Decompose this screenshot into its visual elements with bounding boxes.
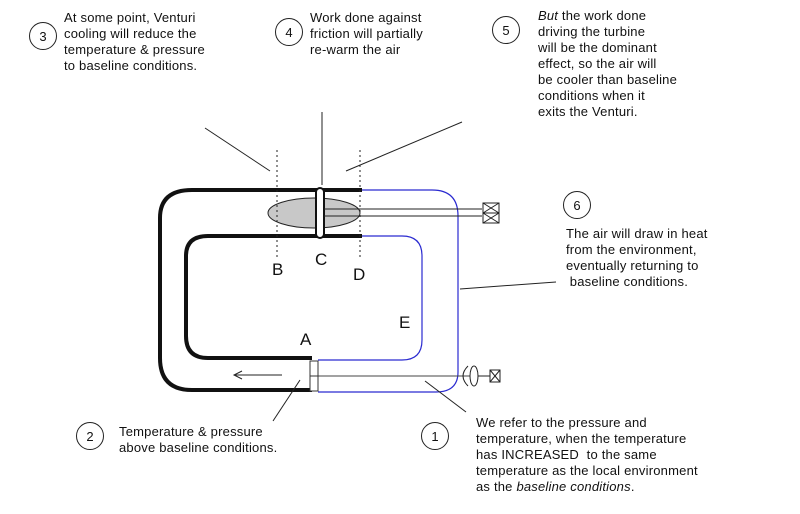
leader-3 [204,127,271,172]
note-2-badge: 2 [76,422,104,450]
point-label-b: B [272,260,284,279]
leader-5 [345,121,463,172]
note-3-line-3: temperature & pressure [64,42,205,57]
note-1-line-5-prefix: as the [476,479,517,494]
note-5-badge: 5 [492,16,520,44]
note-5-line-5: be cooler than baseline [538,72,678,87]
note-1-line-4: temperature as the local environment [476,463,698,478]
note-1-line-1: We refer to the pressure and [476,415,647,430]
turbine-shaft-vertical [315,187,325,239]
note-5-emphasis: But [538,8,559,23]
motor-box-lower-x2 [489,369,501,383]
note-3-text: At some point, Venturi cooling will redu… [64,10,205,74]
note-5-line-7: exits the Venturi. [538,104,638,119]
fan-rotation-icon [462,365,469,387]
note-1-baseline-conditions: baseline conditions [516,479,631,494]
note-5-line-6: conditions when it [538,88,645,103]
note-4-line-3: re-warm the air [310,42,401,57]
note-6-line-3: eventually returning to [566,258,699,273]
note-3-line-4: to baseline conditions. [64,58,198,73]
outer-duct-warm [158,188,362,392]
note-5-line-1: But the work done [538,8,677,24]
note-6-line-4: baseline conditions. [566,274,688,289]
flow-arrow-head [232,370,243,380]
note-6-line-2: from the environment, [566,242,697,257]
note-2-line-2: above baseline conditions. [119,440,278,455]
note-4-badge: 4 [275,18,303,46]
inner-duct-cool [318,235,423,361]
note-1-line-5-suffix: . [630,479,635,494]
point-label-d: D [353,265,366,284]
note-1-badge: 1 [421,422,449,450]
fan-icon [469,365,479,387]
point-label-e: E [399,313,411,332]
note-4-text: Work done against friction will partiall… [310,10,423,58]
gen-top-x2 [482,202,500,214]
note-3-badge: 3 [29,22,57,50]
note-4-line-2: friction will partially [310,26,423,41]
point-label-a: A [300,330,312,349]
leader-2 [272,379,301,422]
gen-bot-x2 [482,212,500,224]
note-3-line-2: cooling will reduce the [64,26,197,41]
note-3-line-1: At some point, Venturi [64,10,196,25]
outer-duct-cool [318,189,459,393]
note-1-text: We refer to the pressure and temperature… [476,415,698,495]
note-2-text: Temperature & pressure above baseline co… [119,424,277,456]
note-5-line-1-rest: the work done [558,8,647,23]
inner-duct-warm [184,234,362,360]
note-6-line-1: The air will draw in heat [566,226,708,241]
note-2-line-1: Temperature & pressure [119,424,263,439]
note-6-text: The air will draw in heat from the envir… [566,226,708,290]
note-5-line-3: will be the dominant [538,40,657,55]
note-5-text: But the work done driving the turbine wi… [538,8,677,120]
turbine-ellipse [267,197,361,229]
note-5-line-4: effect, so the air will [538,56,657,71]
note-4-line-1: Work done against [310,10,422,25]
note-5-line-2: driving the turbine [538,24,646,39]
note-6-badge: 6 [563,191,591,219]
leader-6 [459,281,557,290]
note-1-line-3: has INCREASED to the same [476,447,657,462]
note-1-line-2: temperature, when the temperature [476,431,687,446]
point-label-c: C [315,250,328,269]
leader-1 [424,380,467,413]
note-1-line-5: as the baseline conditions. [476,479,698,495]
